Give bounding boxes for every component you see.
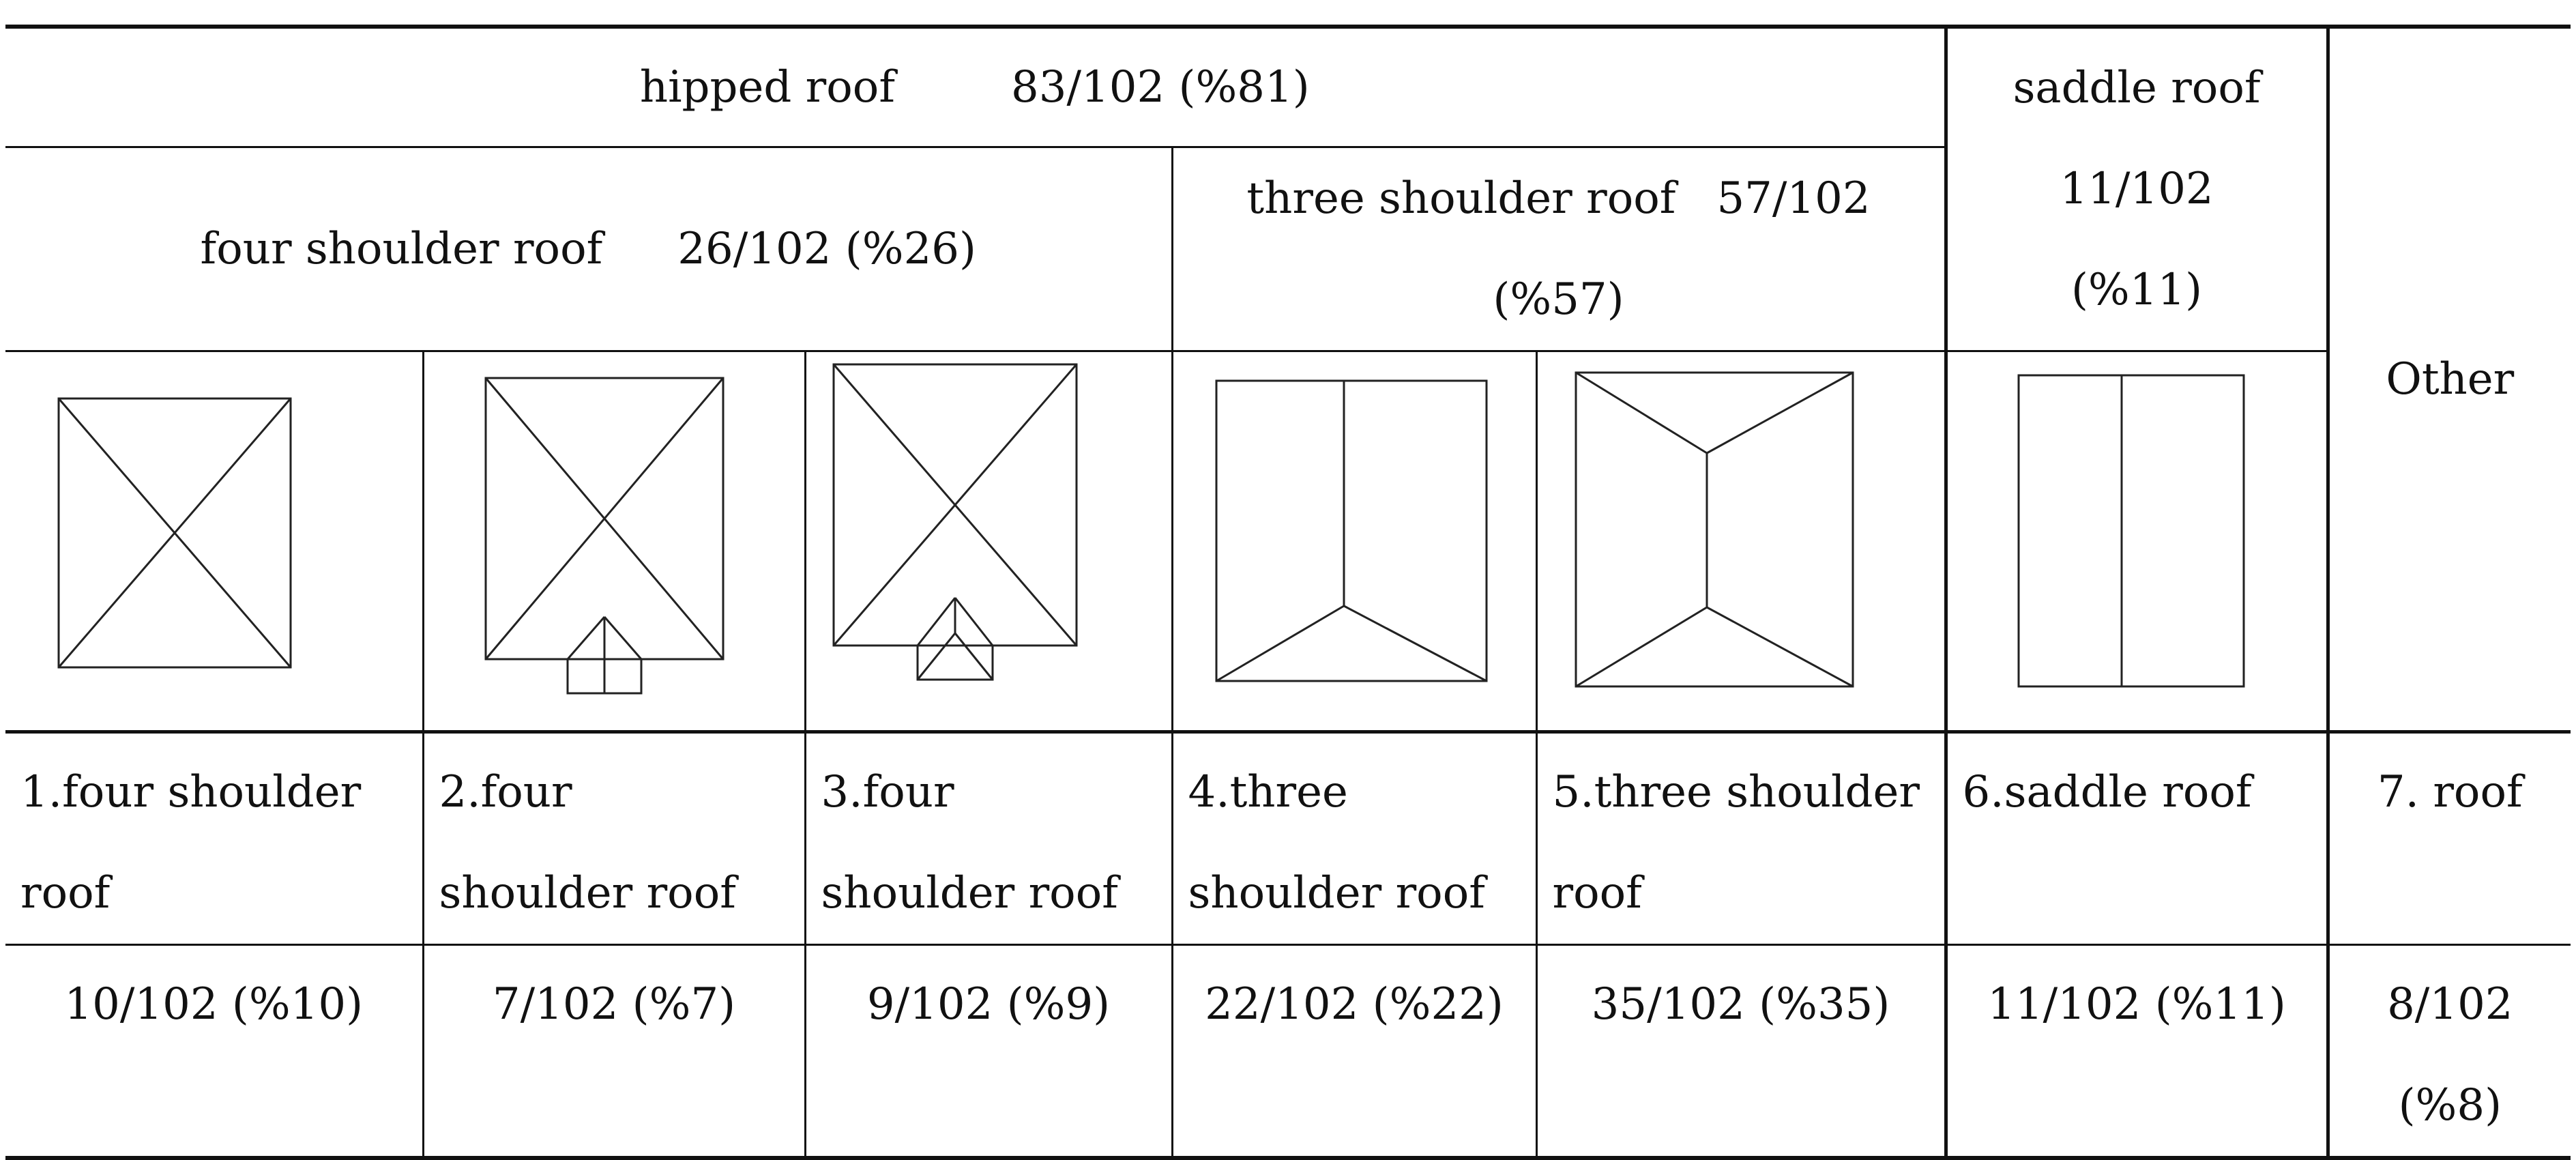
three-shoulder-count: 57/102 [1716, 173, 1871, 224]
hipped-roof-count: 83/102 (%81) [1011, 61, 1310, 113]
hipped-roof-header: hipped roof 83/102 (%81) [5, 25, 1948, 148]
type-1-diagram-cell [5, 351, 424, 734]
type-4-value: 22/102 (%22) [1172, 944, 1538, 1160]
type-7-name: 7. roof [2328, 731, 2571, 946]
saddle-roof-icon [2017, 374, 2245, 687]
saddle-roof-pct: (%11) [2070, 265, 2203, 316]
type-5-name: 5.three shoulder roof [1536, 731, 1948, 946]
four-shoulder-count: 26/102 (%26) [677, 223, 976, 274]
type-6-value: 11/102 (%11) [1946, 944, 2330, 1160]
three-shoulder-split-icon [1575, 371, 1854, 687]
type-5-value: 35/102 (%35) [1536, 944, 1948, 1160]
hipped-roof-label: hipped roof [639, 61, 895, 113]
type-5-diagram-cell [1536, 351, 1948, 734]
three-shoulder-header: three shoulder roof 57/102 (%57) [1172, 147, 1948, 352]
saddle-roof-header: saddle roof 11/102 (%11) [1946, 25, 2330, 352]
four-shoulder-front-gable-icon [484, 377, 724, 694]
type-4-name: 4.three shoulder roof [1172, 731, 1538, 946]
four-shoulder-label: four shoulder roof [200, 223, 603, 274]
type-1-value: 10/102 (%10) [5, 944, 424, 1160]
three-shoulder-ridge-icon [1215, 379, 1487, 682]
type-2-name: 2.four shoulder roof [423, 731, 806, 946]
type-7-value: 8/102 (%8) [2328, 944, 2571, 1160]
type-2-diagram-cell [423, 351, 806, 734]
four-shoulder-plain-icon [57, 397, 292, 668]
four-shoulder-front-hip-icon [832, 363, 1077, 680]
other-label: Other [2386, 353, 2515, 405]
roof-type-table: hipped roof 83/102 (%81) saddle roof 11/1… [5, 25, 2571, 1160]
saddle-roof-count: 11/102 [2060, 164, 2214, 215]
three-shoulder-pct: (%57) [1493, 274, 1624, 325]
saddle-roof-label: saddle roof [2012, 63, 2261, 114]
type-6-name: 6.saddle roof [1946, 731, 2330, 946]
other-header: Other [2328, 25, 2571, 734]
type-6-diagram-cell [1946, 351, 2330, 734]
type-1-name: 1.four shoulder roof [5, 731, 424, 946]
type-4-diagram-cell [1172, 351, 1538, 734]
three-shoulder-label: three shoulder roof [1246, 173, 1676, 224]
type-3-diagram-cell [805, 351, 1173, 734]
type-2-value: 7/102 (%7) [423, 944, 806, 1160]
four-shoulder-header: four shoulder roof 26/102 (%26) [5, 147, 1173, 352]
type-3-value: 9/102 (%9) [805, 944, 1173, 1160]
type-3-name: 3.four shoulder roof [805, 731, 1173, 946]
